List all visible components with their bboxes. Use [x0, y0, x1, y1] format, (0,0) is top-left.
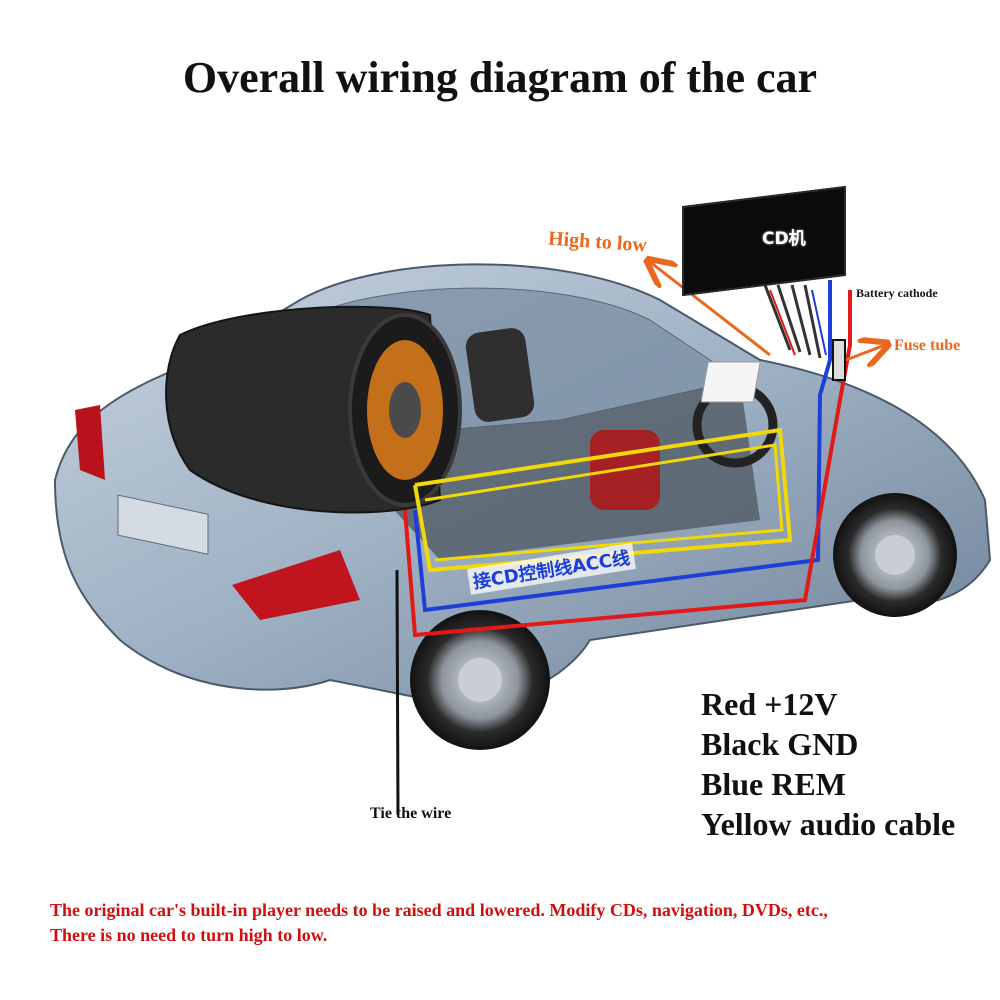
footer-note: The original car's built-in player needs…: [50, 898, 828, 948]
fuse-tube: [832, 339, 846, 381]
blue-rem-wire: [413, 280, 832, 613]
license-plate: [117, 494, 209, 555]
diagram-title: Overall wiring diagram of the car: [182, 53, 818, 102]
seat: [465, 328, 535, 422]
legend-item-yellow: Yellow audio cable: [701, 806, 956, 842]
fuse-tube-arrow: [845, 345, 885, 360]
legend-item-black: Black GND: [701, 726, 859, 762]
legend-item-blue: Blue REM: [701, 766, 846, 802]
cd-unit-label: CD机: [762, 229, 806, 249]
battery-cathode-label: Battery cathode: [856, 286, 938, 300]
red-power-wire: [403, 290, 852, 638]
tie-wire-label: Tie the wire: [370, 805, 452, 822]
cd-harness: [763, 284, 822, 359]
footer-line-2: There is no need to turn high to low.: [50, 925, 328, 945]
yellow-audio-wire: [413, 427, 793, 573]
footer-line-1: The original car's built-in player needs…: [50, 900, 828, 920]
interior: [330, 380, 760, 560]
tie-wire: [395, 569, 400, 816]
legend-item-red: Red +12V: [701, 686, 838, 722]
tail-light: [232, 550, 360, 620]
wire-color-legend: Red +12V Black GND Blue REM Yellow audio…: [701, 684, 955, 844]
amplifier-module: [700, 361, 761, 403]
high-to-low-arrow: [650, 262, 771, 357]
tail-light: [75, 405, 105, 480]
fuse-tube-label: Fuse tube: [894, 337, 961, 354]
